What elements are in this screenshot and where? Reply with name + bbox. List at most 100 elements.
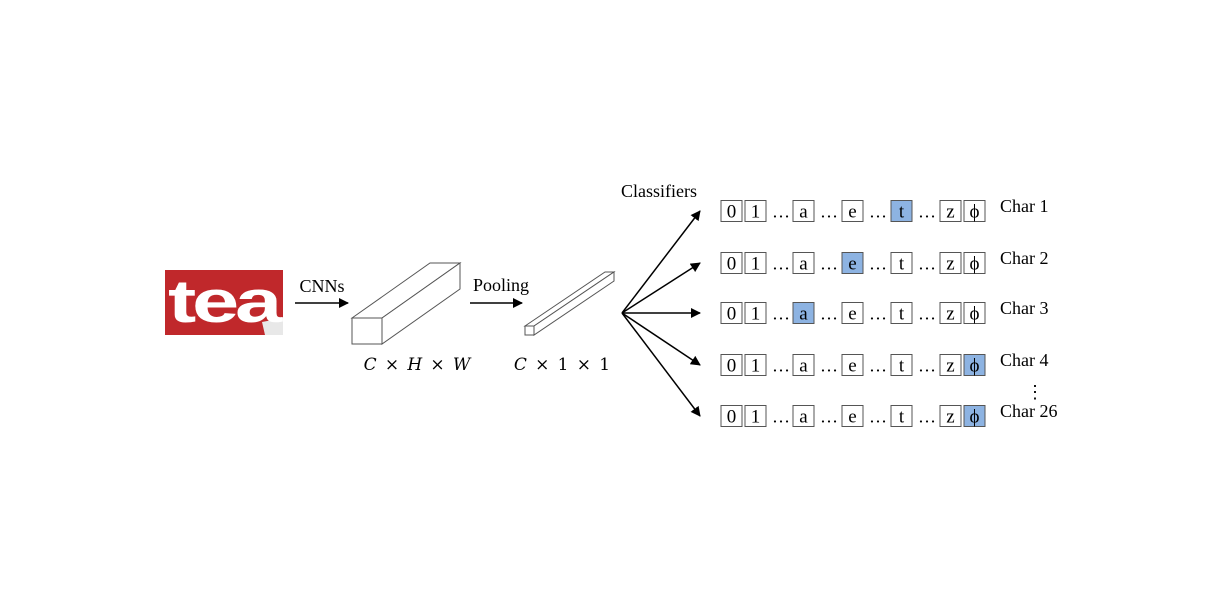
predicted-class-cell [890, 200, 913, 222]
ellipsis: … [772, 407, 790, 427]
class-cell [720, 405, 743, 427]
pooled-side-face [533, 271, 615, 336]
class-label: a [799, 407, 808, 428]
ellipsis: … [869, 202, 887, 222]
ellipsis: … [772, 356, 790, 376]
input-image-text: tea [168, 268, 283, 335]
class-cell [841, 354, 864, 376]
class-label: z [946, 356, 954, 377]
class-label: 1 [751, 202, 761, 223]
class-label: e [848, 202, 856, 223]
class-label: t [899, 304, 905, 325]
class-cell [792, 405, 815, 427]
class-label: t [899, 356, 905, 377]
ellipsis: … [772, 202, 790, 222]
ellipsis: … [918, 356, 936, 376]
class-label: a [799, 304, 808, 325]
class-label: ϕ [969, 356, 979, 377]
class-cell [744, 252, 767, 274]
class-label: 0 [727, 407, 737, 428]
feature-map-front-face [351, 317, 383, 345]
class-label: 1 [751, 304, 761, 325]
feature-map-block [350, 262, 462, 345]
class-cell [744, 302, 767, 324]
pooling-label: Pooling [473, 275, 529, 295]
class-label: 0 [727, 356, 737, 377]
class-label: a [799, 356, 808, 377]
char-label: Char 2 [1000, 248, 1049, 268]
class-cell [841, 302, 864, 324]
pooled-vector [523, 271, 616, 336]
ellipsis: … [918, 304, 936, 324]
class-label: e [848, 407, 856, 428]
class-cell [939, 405, 962, 427]
class-cell [890, 405, 913, 427]
classifier-arrow [621, 312, 701, 366]
ellipsis: … [820, 254, 838, 274]
classifiers-label: Classifiers [621, 181, 697, 201]
class-cell [792, 354, 815, 376]
class-cell [720, 252, 743, 274]
pooled-front-face [524, 325, 535, 336]
class-cell [720, 354, 743, 376]
class-label: t [899, 407, 905, 428]
class-label: e [848, 254, 856, 275]
class-cell [792, 252, 815, 274]
class-cell [939, 200, 962, 222]
class-cell [744, 405, 767, 427]
char-label: Char 4 [1000, 350, 1049, 370]
class-label: 1 [751, 254, 761, 275]
class-cell [963, 302, 986, 324]
class-cell [939, 252, 962, 274]
class-cell [963, 200, 986, 222]
class-label: 0 [727, 202, 737, 223]
ellipsis: … [918, 254, 936, 274]
pooling-step: Pooling [470, 275, 529, 308]
class-cell [720, 200, 743, 222]
classifier-arrow [621, 312, 701, 417]
class-label: 1 [751, 407, 761, 428]
ellipsis: … [869, 407, 887, 427]
char-label: Char 1 [1000, 196, 1049, 216]
class-label: z [946, 407, 954, 428]
class-label: e [848, 304, 856, 325]
class-label: a [799, 202, 808, 223]
ellipsis: … [869, 254, 887, 274]
predicted-class-cell [792, 302, 815, 324]
cnns-step: CNNs [295, 276, 349, 308]
cnns-label: CNNs [299, 276, 344, 296]
class-label: z [946, 202, 954, 223]
predicted-class-cell [963, 354, 986, 376]
class-label: e [848, 356, 856, 377]
class-cell [939, 354, 962, 376]
class-label: ϕ [969, 304, 979, 325]
class-cell [890, 302, 913, 324]
class-label: ϕ [969, 407, 979, 428]
class-label: ϕ [969, 202, 979, 223]
class-cell [720, 302, 743, 324]
pooled-dims: C × 1 × 1 [514, 355, 610, 375]
classifier-arrow [621, 210, 701, 314]
ellipsis: … [820, 407, 838, 427]
class-cell [841, 405, 864, 427]
class-label: a [799, 254, 808, 275]
class-label: t [899, 254, 905, 275]
class-cell [792, 200, 815, 222]
classifier-arrows [621, 210, 701, 417]
ellipsis: … [820, 304, 838, 324]
pooled-top-face [523, 271, 616, 327]
class-cell [939, 302, 962, 324]
class-cell [744, 354, 767, 376]
char-label: Char 26 [1000, 401, 1058, 421]
ellipsis: … [918, 202, 936, 222]
predicted-class-cell [963, 405, 986, 427]
class-label: 0 [727, 304, 737, 325]
